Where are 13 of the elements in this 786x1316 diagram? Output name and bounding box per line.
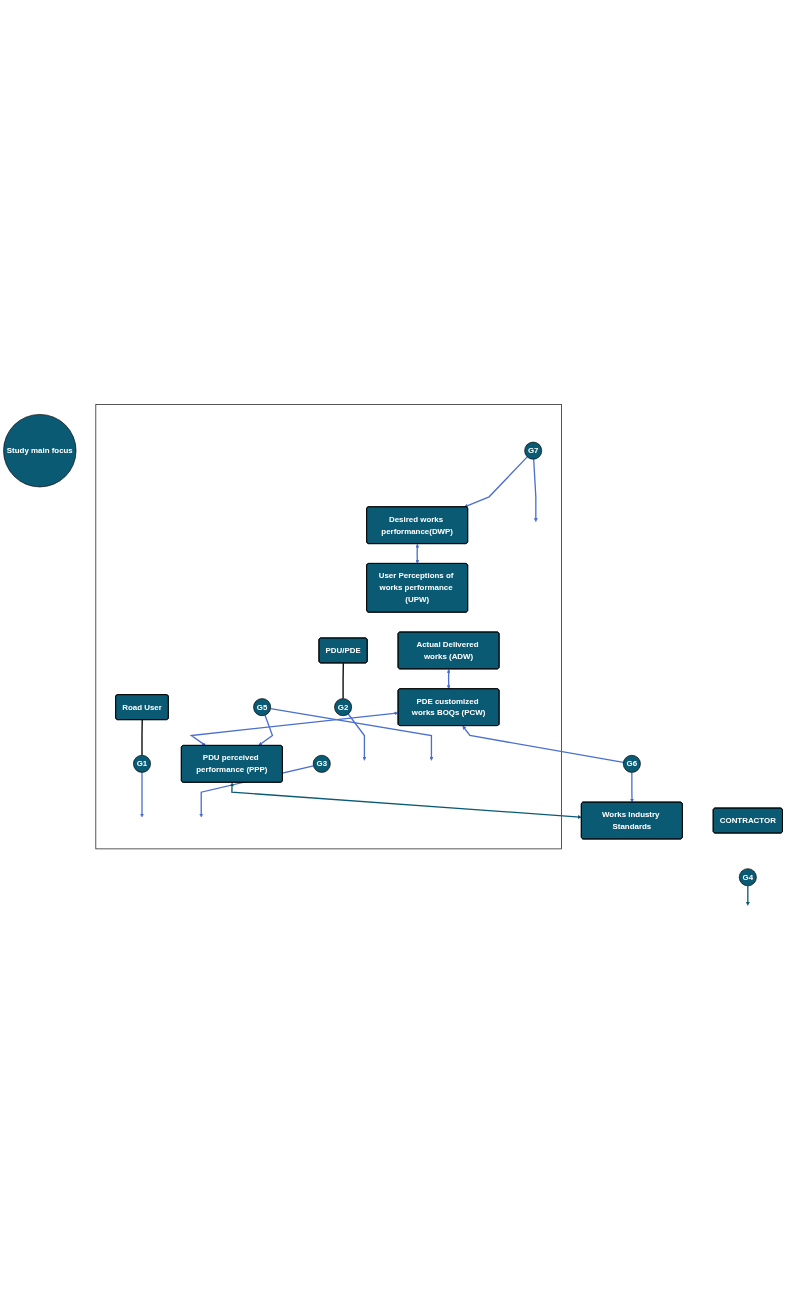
arrow — [415, 543, 420, 564]
arrow — [189, 711, 399, 746]
arrow — [446, 668, 451, 689]
arrow — [258, 714, 274, 746]
arrow — [140, 771, 144, 818]
arrow — [464, 455, 528, 508]
arrow — [630, 771, 634, 803]
arrow — [230, 782, 582, 819]
arrow — [462, 725, 625, 763]
arrow — [269, 707, 434, 761]
arrow — [745, 884, 750, 906]
arrow — [533, 458, 538, 522]
arrow — [347, 713, 367, 761]
